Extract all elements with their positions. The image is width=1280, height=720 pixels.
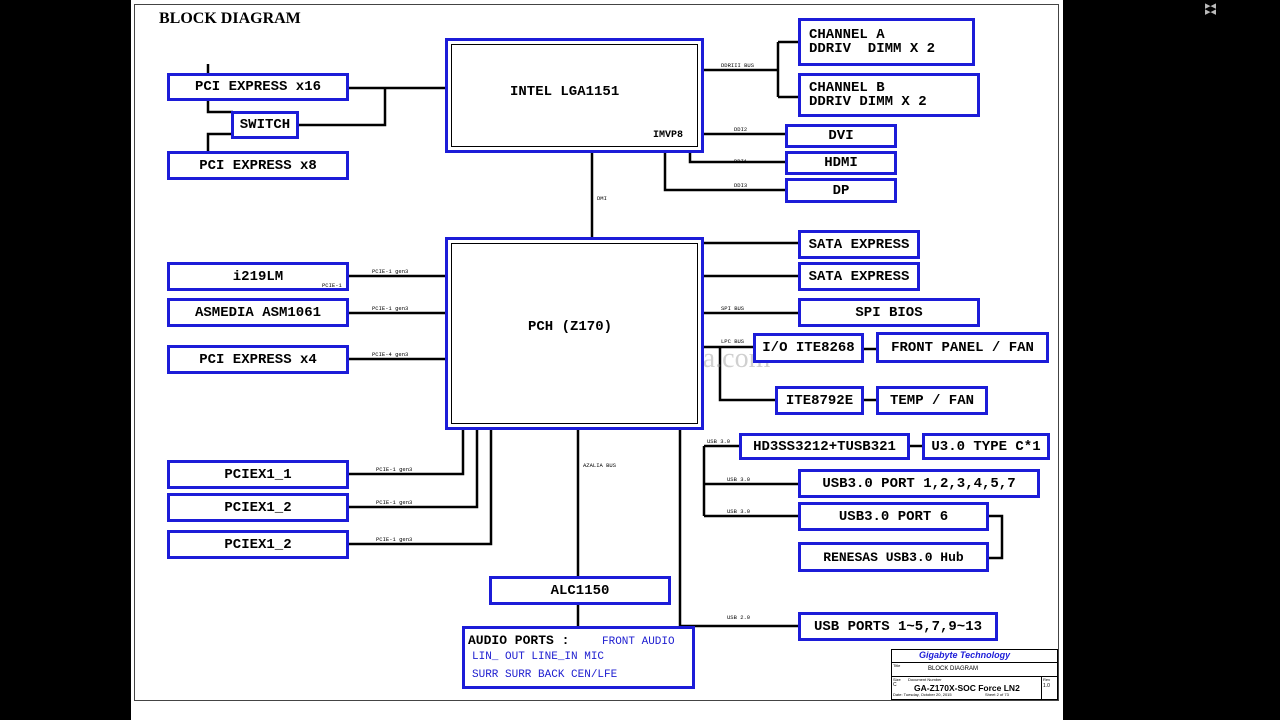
- schematic-border: [134, 4, 1059, 701]
- i219lm-block: i219LM: [167, 262, 349, 291]
- audio-row1-label: LIN_ OUT LINE_IN MIC: [472, 651, 605, 663]
- usb2-label: USB 2.0: [727, 614, 751, 621]
- window-controls-icon[interactable]: ▸◂▸◂: [1205, 0, 1217, 18]
- pcie-x1-2b-label: PCIE-1 gen3: [376, 536, 413, 543]
- pcie-x16-block: PCI EXPRESS x16: [167, 73, 349, 101]
- page-title: BLOCK DIAGRAM: [159, 10, 301, 27]
- ite8792e-block: ITE8792E: [775, 386, 864, 415]
- title-label: Title: [893, 663, 901, 668]
- switch-block: SWITCH: [231, 111, 299, 139]
- dmi-label: DMI: [597, 195, 607, 202]
- audio-row2-label: SURR SURR BACK CEN/LFE: [472, 669, 618, 681]
- usb30-ports-block: USB3.0 PORT 1,2,3,4,5,7: [798, 469, 1040, 498]
- audio-ports-block: [462, 626, 695, 689]
- pcie-x4-block: PCI EXPRESS x4: [167, 345, 349, 374]
- pcie-x4-label: PCIE-4 gen3: [372, 351, 409, 358]
- size-value: C: [893, 682, 897, 688]
- usb3-typec-label: USB 3.0: [707, 438, 731, 445]
- dp-block: DP: [785, 178, 897, 203]
- pciex1-1-block: PCIEX1_1: [167, 460, 349, 489]
- docnum-label: Document Number: [908, 677, 942, 682]
- hdmi-block: HDMI: [785, 151, 897, 175]
- spi-bios-block: SPI BIOS: [798, 298, 980, 327]
- sheet-value: Sheet 2 of 73: [985, 692, 1009, 697]
- renesas-hub-block: RENESAS USB3.0 Hub: [798, 542, 989, 572]
- ddr-bus-label: DDRIII BUS: [721, 62, 755, 69]
- pcie-i219-label: PCIE-1 gen3: [372, 268, 409, 275]
- asmedia-block: ASMEDIA ASM1061: [167, 298, 349, 327]
- docnum-value: GA-Z170X-SOC Force LN2: [914, 683, 1020, 693]
- temp-fan-block: TEMP / FAN: [876, 386, 988, 415]
- company-name: Gigabyte Technology: [919, 650, 1011, 660]
- usb3-a-label: USB 3.0: [727, 476, 751, 483]
- pch-block: [445, 237, 704, 430]
- pch-label: PCH (Z170): [528, 319, 613, 335]
- cpu-block: [445, 38, 704, 153]
- channel-a-block: CHANNEL A DDRIV DIMM X 2: [798, 18, 975, 66]
- usb20-ports-block: USB PORTS 1~5,7,9~13: [798, 612, 998, 641]
- dvi-block: DVI: [785, 124, 897, 148]
- sata-express-2-block: SATA EXPRESS: [798, 262, 920, 291]
- channel-b-block: CHANNEL B DDRIV DIMM X 2: [798, 73, 980, 117]
- usb3-type-c-block: U3.0 TYPE C*1: [922, 433, 1050, 460]
- pciex1-2b-block: PCIEX1_2: [167, 530, 349, 559]
- ddi2-label: DDI2: [734, 126, 748, 133]
- audio-front-label: FRONT AUDIO: [602, 636, 675, 648]
- pcie-x1-1-label: PCIE-1 gen3: [376, 466, 413, 473]
- azalia-bus-label: AZALIA BUS: [583, 462, 617, 469]
- title-value: BLOCK DIAGRAM: [928, 666, 979, 672]
- ddi3-label: DDI3: [734, 182, 748, 189]
- front-panel-fan-block: FRONT PANEL / FAN: [876, 332, 1049, 363]
- cpu-label: INTEL LGA1151: [510, 84, 620, 100]
- pcie-asm-label: PCIE-1 gen3: [372, 305, 409, 312]
- spi-bus-label: SPI BUS: [721, 305, 745, 312]
- usb3-b-label: USB 3.0: [727, 508, 751, 515]
- rev-label: Rev: [1043, 677, 1051, 682]
- rev-value: 1.0: [1043, 683, 1050, 689]
- size-label: Size: [893, 677, 901, 682]
- usb30-port6-block: USB3.0 PORT 6: [798, 502, 989, 531]
- imvp-label: IMVP8: [653, 130, 684, 141]
- ite8268-block: I/O ITE8268: [753, 333, 864, 363]
- pcie-i219-port-label: PCIE-1: [322, 282, 342, 289]
- hd3ss3212-block: HD3SS3212+TUSB321: [739, 433, 910, 460]
- pciex1-2a-block: PCIEX1_2: [167, 493, 349, 522]
- alc1150-block: ALC1150: [489, 576, 671, 605]
- sata-express-1-block: SATA EXPRESS: [798, 230, 920, 259]
- lpc-bus-label: LPC BUS: [721, 338, 745, 345]
- audio-ports-header: AUDIO PORTS :: [468, 633, 570, 648]
- title-block: [891, 649, 1058, 700]
- pcie-x8-block: PCI EXPRESS x8: [167, 151, 349, 180]
- ddi1-label: DDI1: [734, 158, 748, 165]
- pcie-x1-2a-label: PCIE-1 gen3: [376, 499, 413, 506]
- date-value: Date: Tuesday, October 20, 2015: [893, 692, 952, 697]
